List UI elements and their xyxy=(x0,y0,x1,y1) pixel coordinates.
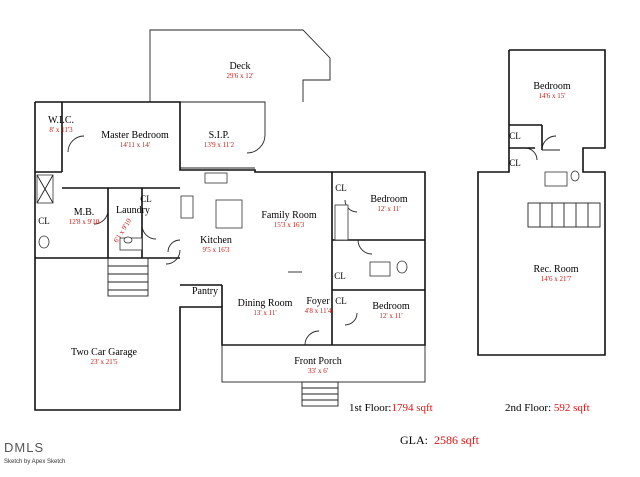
room-name: Master Bedroom xyxy=(101,130,169,141)
room-garage: Two Car Garage 23' x 21'5 xyxy=(71,347,137,366)
room-dimensions: 8' x 11'3 xyxy=(49,125,73,134)
room-bedroom-1: Bedroom 12' x 11' xyxy=(370,194,408,213)
room-laundry: Laundry xyxy=(116,205,150,217)
room-name: Bedroom xyxy=(370,194,408,205)
room-name: W.I.C. xyxy=(47,115,75,126)
room-dimensions: 4'8 x 11'4 xyxy=(304,306,332,315)
room-name: Front Porch xyxy=(294,356,342,367)
room-family-room: Family Room 15'3 x 16'3 xyxy=(261,210,317,229)
second-floor-stairs xyxy=(527,202,601,228)
room-name: Foyer xyxy=(306,296,330,307)
room-rec-room: Rec. Room 14'6 x 21'7 xyxy=(533,264,579,283)
second-floor-label: 2nd Floor: xyxy=(505,402,552,414)
deck-outline xyxy=(149,29,331,102)
closet-label: CL xyxy=(509,131,521,141)
second-floor-value: 592 sqft xyxy=(553,402,590,414)
first-floor-area: 1st Floor:1794 sqft xyxy=(349,402,433,414)
room-front-porch: Front Porch 33' x 6' xyxy=(294,356,342,375)
room-bedroom-upstairs: Bedroom 14'6 x 15' xyxy=(533,81,571,100)
gla-label: GLA: xyxy=(400,433,428,447)
room-name: S.I.P. xyxy=(208,130,230,141)
garage-stairs xyxy=(107,257,149,297)
room-dimensions: 14'6 x 15' xyxy=(538,91,566,100)
dmls-logo: DMLS xyxy=(4,440,45,455)
fixtures xyxy=(36,172,408,277)
room-dimensions: 14'11 x 14' xyxy=(119,140,151,149)
room-dimensions: 13' x 11' xyxy=(253,308,277,317)
second-floor-area: 2nd Floor: 592 sqft xyxy=(505,402,590,414)
room-name: Family Room xyxy=(261,210,317,221)
room-name: Laundry xyxy=(116,205,150,216)
room-dimensions: 23' x 21'5 xyxy=(90,357,118,366)
gla-total: GLA: 2586 sqft xyxy=(400,433,479,448)
room-name: Pantry xyxy=(191,286,219,297)
room-name: Dining Room xyxy=(237,298,293,309)
sketch-credit: Sketch by Apex Sketch xyxy=(4,459,66,465)
gla-value: 2586 sqft xyxy=(434,433,479,447)
room-name: Two Car Garage xyxy=(71,347,137,358)
room-name: Kitchen xyxy=(200,235,232,246)
closet-label: CL xyxy=(38,216,50,226)
first-floor-value: 1794 sqft xyxy=(391,402,433,414)
room-dimensions: 13'9 x 11'2 xyxy=(203,140,235,149)
room-sip: S.I.P. 13'9 x 11'2 xyxy=(203,130,235,149)
closet-label: CL xyxy=(335,183,347,193)
room-deck: Deck 29'6 x 12' xyxy=(226,61,254,80)
room-wic: W.I.C. 8' x 11'3 xyxy=(47,115,75,134)
room-bedroom-2: Bedroom 12' x 11' xyxy=(372,301,410,320)
sip-outline xyxy=(180,101,266,169)
room-dimensions: 29'6 x 12' xyxy=(226,71,254,80)
front-porch-outline xyxy=(221,344,426,407)
second-floor-walls xyxy=(477,49,606,356)
room-dimensions: 14'6 x 21'7 xyxy=(540,274,572,283)
room-name: Rec. Room xyxy=(533,264,579,275)
closet-label: CL xyxy=(334,271,346,281)
room-name: M.B. xyxy=(73,207,95,218)
door-swings xyxy=(67,135,373,346)
room-master-bedroom: Master Bedroom 14'11 x 14' xyxy=(101,130,169,149)
room-name: Deck xyxy=(229,61,251,72)
room-dimensions: 9'5 x 16'3 xyxy=(202,245,230,254)
room-kitchen: Kitchen 9'5 x 16'3 xyxy=(200,235,232,254)
room-dimensions: 15'3 x 16'3 xyxy=(273,220,305,229)
closet-label: CL xyxy=(140,194,152,204)
room-pantry: Pantry xyxy=(191,286,219,298)
room-dimensions: 12'8 x 9'10 xyxy=(68,217,100,226)
closet-label: CL xyxy=(509,158,521,168)
room-name: Bedroom xyxy=(372,301,410,312)
room-foyer: Foyer 4'8 x 11'4 xyxy=(304,296,332,315)
room-dining-room: Dining Room 13' x 11' xyxy=(237,298,293,317)
room-name: Bedroom xyxy=(533,81,571,92)
first-floor-label: 1st Floor: xyxy=(349,402,392,414)
room-mb: M.B. 12'8 x 9'10 xyxy=(68,207,100,226)
room-dimensions: 33' x 6' xyxy=(307,366,329,375)
room-dimensions: 12' x 11' xyxy=(377,204,401,213)
closet-label: CL xyxy=(335,296,347,306)
room-dimensions: 12' x 11' xyxy=(379,311,403,320)
